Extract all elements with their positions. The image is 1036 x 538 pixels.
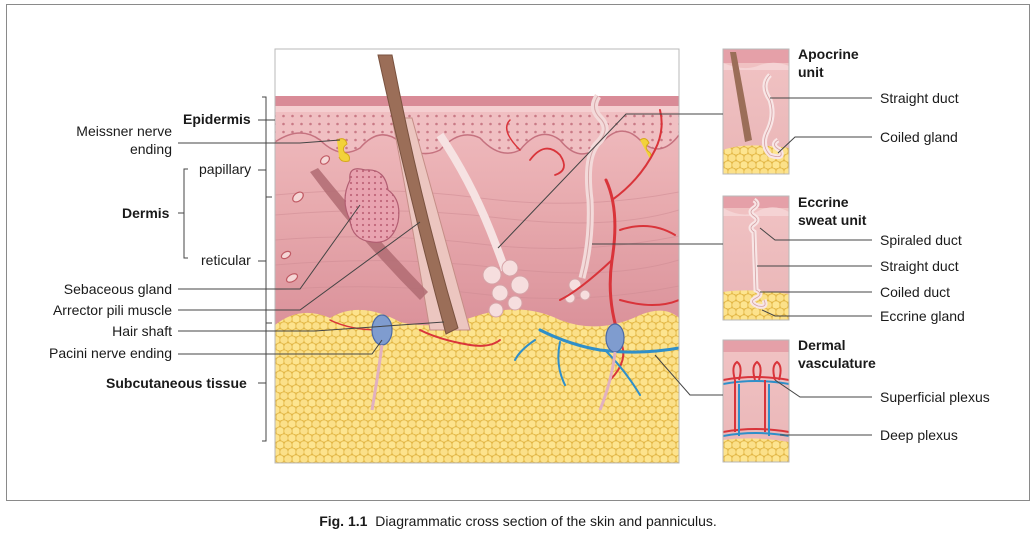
apocrine-panel-image [723,49,789,174]
label-dermis: Dermis [122,205,169,222]
label-reticular: reticular [201,252,251,269]
label-deep-plexus: Deep plexus [880,427,958,444]
vasculature-title-line1: Dermal [798,337,845,354]
figure-number: Fig. 1.1 [319,513,367,529]
apocrine-title-line1: Apocrine [798,46,859,63]
label-eccrine-coiled-duct: Coiled duct [880,284,950,301]
label-eccrine-gland: Eccrine gland [880,308,965,325]
label-apocrine-coiled-gland: Coiled gland [880,129,958,146]
main-cross-section [275,49,679,463]
label-sebaceous-gland: Sebaceous gland [64,281,172,298]
vasculature-panel-image [723,340,789,462]
label-papillary: papillary [199,161,251,178]
figure-caption: Fig. 1.1 Diagrammatic cross section of t… [0,513,1036,529]
label-eccrine-straight-duct: Straight duct [880,258,959,275]
label-pacini: Pacini nerve ending [49,345,172,362]
label-subcutaneous: Subcutaneous tissue [106,375,247,392]
apocrine-title-line2: unit [798,64,824,81]
label-meissner-line1: Meissner nerve [76,123,172,140]
figure-caption-text: Diagrammatic cross section of the skin a… [375,513,717,529]
eccrine-title-line1: Eccrine [798,194,849,211]
label-superficial-plexus: Superficial plexus [880,389,990,406]
vasculature-title-line2: vasculature [798,355,876,372]
eccrine-panel-image [723,196,789,320]
label-hair-shaft: Hair shaft [112,323,172,340]
label-meissner-line2: ending [130,141,172,158]
label-epidermis: Epidermis [183,111,251,128]
eccrine-title-line2: sweat unit [798,212,866,229]
label-apocrine-straight-duct: Straight duct [880,90,959,107]
label-eccrine-spiraled-duct: Spiraled duct [880,232,962,249]
label-arrector-pili: Arrector pili muscle [53,302,172,319]
